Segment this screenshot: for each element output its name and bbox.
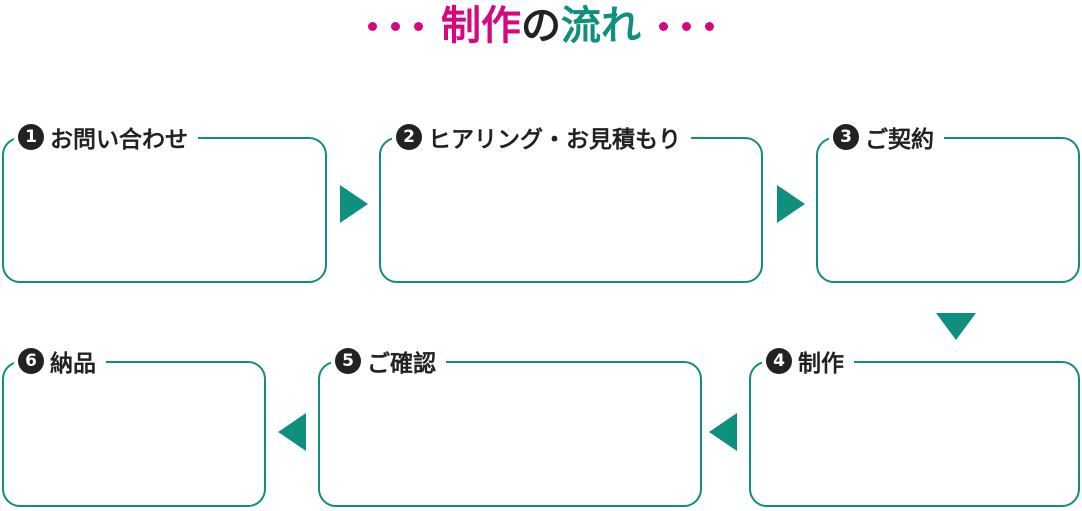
dot-icon — [391, 21, 400, 31]
title-part-2: の — [521, 3, 561, 49]
step-3-text: ご契約 — [865, 127, 934, 153]
dots-left-decoration — [368, 21, 423, 31]
triangle-left-icon — [709, 413, 737, 451]
dot-icon — [659, 21, 668, 31]
step-1-text: お問い合わせ — [50, 127, 188, 153]
step-4-label: 4 制作 — [762, 344, 854, 378]
step-1-label: 1 お問い合わせ — [14, 120, 198, 154]
step-6-box — [2, 361, 266, 507]
step-4-text: 制作 — [798, 351, 844, 377]
triangle-left-icon — [278, 413, 306, 451]
step-number-badge: 3 — [833, 124, 859, 150]
dot-icon — [414, 21, 423, 31]
dot-icon — [682, 21, 691, 31]
step-2-text: ヒアリング・お見積もり — [428, 127, 681, 153]
dot-icon — [705, 21, 714, 31]
dot-icon — [368, 21, 377, 31]
step-3-box — [816, 137, 1080, 283]
step-5-box — [318, 361, 702, 507]
step-5-label: 5 ご確認 — [331, 344, 446, 378]
step-6-text: 納品 — [50, 351, 96, 377]
title-part-1: 制作 — [441, 3, 521, 49]
step-number-badge: 2 — [396, 124, 422, 150]
step-3-label: 3 ご契約 — [829, 120, 944, 154]
step-2-label: 2 ヒアリング・お見積もり — [392, 120, 691, 154]
step-5-text: ご確認 — [367, 351, 436, 377]
triangle-right-icon — [777, 185, 805, 223]
title-part-3: 流れ — [561, 3, 641, 49]
step-number-badge: 4 — [766, 348, 792, 374]
step-number-badge: 6 — [18, 348, 44, 374]
step-6-label: 6 納品 — [14, 344, 106, 378]
step-1-box — [2, 137, 327, 283]
page-title: 制作 の 流れ — [0, 0, 1082, 52]
step-number-badge: 5 — [335, 348, 361, 374]
dots-right-decoration — [659, 21, 714, 31]
step-2-box — [379, 137, 763, 283]
step-4-box — [749, 361, 1080, 507]
triangle-down-icon — [936, 313, 976, 340]
triangle-right-icon — [340, 185, 368, 223]
step-number-badge: 1 — [18, 124, 44, 150]
